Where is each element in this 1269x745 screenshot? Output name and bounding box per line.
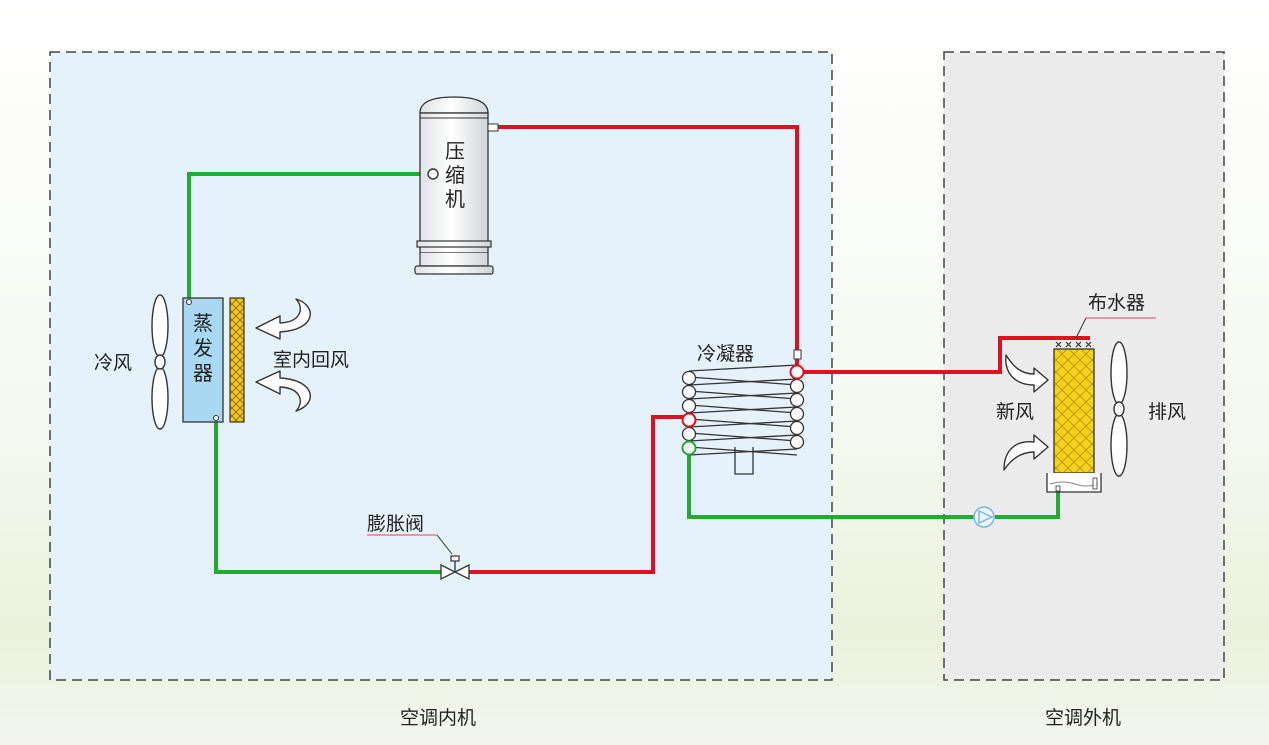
indoor-unit-caption: 空调内机 <box>400 707 477 729</box>
condenser-label: 冷凝器 <box>697 343 754 365</box>
compressor-label-3: 机 <box>445 187 465 211</box>
cold-air-fan-icon <box>151 294 169 430</box>
distributor-leader-pointer <box>1075 317 1087 339</box>
liquid-pipe-to-valve <box>214 420 441 574</box>
fresh-air-label: 新风 <box>996 401 1034 423</box>
indoor-return-arrows <box>255 298 311 412</box>
compressor-label-1: 压 <box>445 139 465 163</box>
cold-air-label: 冷风 <box>94 352 132 374</box>
fresh-air-arrows <box>1003 354 1049 471</box>
evaporator-label-1: 蒸 <box>193 311 213 335</box>
return-arrow-lower-icon <box>255 370 311 412</box>
exhaust-air-label: 排风 <box>1148 401 1186 423</box>
evaporator-label-2: 发 <box>193 336 213 360</box>
fresh-air-arrow-upper-icon <box>1005 354 1049 393</box>
condenser-drain-pipe <box>687 452 974 519</box>
expansion-valve-label: 膨胀阀 <box>367 513 424 535</box>
condenser-to-distributor-pipe <box>797 336 1090 374</box>
cooling-pad <box>1053 348 1095 474</box>
return-arrow-upper-icon <box>255 298 311 340</box>
indoor-return-label: 室内回风 <box>273 349 349 371</box>
evaporator-label-3: 器 <box>193 361 213 385</box>
suction-pipe <box>187 172 428 300</box>
pipe-network <box>187 125 1090 574</box>
fresh-air-arrow-lower-icon <box>1003 434 1049 471</box>
compressor: 压 缩 机 <box>414 96 499 275</box>
suction-port-icon <box>427 168 439 180</box>
water-distributor-label: 布水器 <box>1088 292 1145 314</box>
valve-leader-pointer <box>436 534 453 555</box>
outdoor-unit-caption: 空调外机 <box>1045 707 1122 729</box>
pump-icon <box>973 506 995 528</box>
pump-to-tank-pipe <box>995 492 1060 519</box>
discharge-pipe <box>498 125 799 365</box>
expansion-valve <box>440 555 470 581</box>
evaporator: 蒸 发 器 <box>182 297 224 423</box>
evaporator-pad <box>229 297 245 423</box>
valve-to-condenser-pipe <box>468 415 690 574</box>
compressor-label-2: 缩 <box>445 163 465 187</box>
exhaust-fan-icon <box>1110 341 1128 477</box>
water-tank <box>1046 473 1102 493</box>
distributor-nozzles <box>1055 341 1092 348</box>
condenser <box>681 349 805 475</box>
